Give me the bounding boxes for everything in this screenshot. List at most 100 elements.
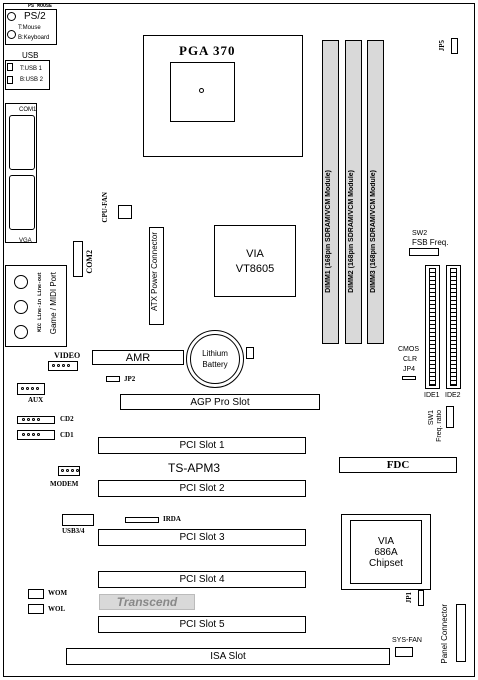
sys-fan-label: SYS-FAN [392, 637, 422, 644]
modem-header [58, 466, 80, 476]
pci-slot-4: PCI Slot 4 [98, 571, 306, 588]
usb-port-2 [7, 76, 13, 84]
cmos-line1: CMOS [398, 346, 419, 353]
pci-slot-1-label: PCI Slot 1 [179, 440, 225, 451]
modem-pins [61, 469, 79, 472]
aux-pins [21, 387, 39, 390]
cpu-fan-label: CPU-FAN [101, 192, 109, 223]
amr-slot: AMR [92, 350, 184, 365]
north-bridge-line2: VT8605 [235, 262, 275, 275]
dimm-slot-1 [322, 40, 339, 344]
pci-slot-3: PCI Slot 3 [98, 529, 306, 546]
dimm-slot-3 [367, 40, 384, 344]
usb-line1: T:USB 1 [20, 66, 43, 72]
sys-fan-header [395, 647, 413, 657]
pci-slot-2-label: PCI Slot 2 [179, 483, 225, 494]
usb-title: USB [22, 51, 39, 60]
sw2-line1: SW2 [412, 230, 428, 237]
model-label: TS-APM3 [168, 461, 221, 475]
transcend-logo: Transcend [99, 594, 195, 610]
south-bridge-line3: Chipset [369, 557, 403, 569]
ide1-label: IDE1 [424, 392, 440, 399]
wom-header [28, 589, 44, 599]
battery-clip [246, 347, 254, 359]
cd2-pins [22, 418, 40, 421]
wom-label: WOM [48, 589, 68, 597]
cpu-socket-center [199, 88, 204, 93]
sw1-switch [446, 406, 454, 428]
dimm-slot-2 [345, 40, 362, 344]
panel-connector-label: Panel Connector [440, 604, 449, 664]
sw1-line2: Freq. ratio [436, 410, 443, 442]
ps2-line2: B:Keyboard [18, 35, 50, 41]
irda-header [125, 517, 159, 523]
line-in-jack [14, 300, 28, 314]
usb34-label: USB3/4 [62, 527, 85, 535]
vga-label: VGA [19, 238, 32, 244]
ps2-port-bottom [7, 30, 16, 39]
sw2-switch [409, 248, 439, 256]
fdc-connector: FDC [339, 457, 457, 473]
sw1-line1: SW1 [428, 410, 435, 426]
cd1-header [17, 430, 55, 440]
aux-label: AUX [28, 396, 44, 404]
vga-dsub [9, 175, 35, 230]
cpu-socket-inner [170, 62, 235, 122]
pci-slot-1: PCI Slot 1 [98, 437, 306, 454]
game-port-label: Game / MIDI Port [49, 272, 58, 335]
isa-slot: ISA Slot [66, 648, 390, 665]
cd2-header [17, 416, 55, 424]
jp1-jumper [418, 590, 424, 606]
dimm-1-label: DIMM1 (168pin SDRAM/VCM Module) [325, 170, 332, 293]
com2-label: COM2 [85, 250, 94, 274]
ps2-title: PS/2 [24, 11, 46, 22]
com1-label: COM1 [19, 107, 37, 113]
amr-label: AMR [125, 351, 151, 364]
dimm-2-label: DIMM2 (168pin SDRAM/VCM Module) [348, 170, 355, 293]
wol-label: WOL [48, 605, 66, 613]
fdc-label: FDC [386, 459, 410, 471]
line-out-jack [14, 325, 28, 339]
cd2-label: CD2 [60, 415, 74, 423]
atx-power-label: ATX Power Connector [150, 232, 159, 311]
jp2-label: JP2 [124, 375, 136, 383]
south-bridge-line1: VIA [377, 535, 395, 547]
agp-label: AGP Pro Slot [190, 396, 250, 408]
usb-line2: B:USB 2 [20, 77, 44, 83]
sw2-line2: FSB Freq. [412, 238, 449, 247]
transcend-text: Transcend [116, 595, 178, 609]
jp1-label: JP1 [405, 592, 413, 604]
modem-label: MODEM [50, 480, 79, 488]
pci-slot-5: PCI Slot 5 [98, 616, 306, 633]
wol-header [28, 604, 44, 614]
ide1-inner [429, 268, 436, 386]
cpu-socket-label: PGA 370 [179, 43, 236, 58]
ps2-line1: T:Mouse [18, 25, 41, 31]
battery-outer-ring [186, 330, 244, 388]
north-bridge-chip: VIA VT8605 [214, 225, 296, 297]
jp5-label: JP5 [438, 40, 446, 52]
cmos-line3: JP4 [403, 366, 416, 373]
south-bridge-chip: VIA 686A Chipset [350, 520, 422, 584]
isa-label: ISA Slot [210, 651, 246, 662]
pci-slot-2: PCI Slot 2 [98, 480, 306, 497]
cd1-label: CD1 [60, 431, 74, 439]
ide2-inner [450, 268, 457, 386]
north-bridge-line1: VIA [246, 247, 264, 260]
pci-slot-5-label: PCI Slot 5 [179, 619, 225, 630]
irda-label: IRDA [163, 515, 181, 523]
mic-jack [14, 275, 28, 289]
com2-header [73, 241, 83, 277]
jp5-jumper [451, 38, 458, 54]
jp2-jumper [106, 376, 120, 382]
com1-dsub [9, 115, 35, 170]
pci-slot-4-label: PCI Slot 4 [179, 574, 225, 585]
cmos-line2: CLR [403, 356, 418, 363]
jp4-jumper [402, 376, 416, 380]
video-label: VIDEO [54, 351, 81, 360]
ide2-label: IDE2 [445, 392, 461, 399]
pci-slot-3-label: PCI Slot 3 [179, 532, 225, 543]
cd1-pins [22, 433, 40, 436]
usb34-header [62, 514, 94, 526]
